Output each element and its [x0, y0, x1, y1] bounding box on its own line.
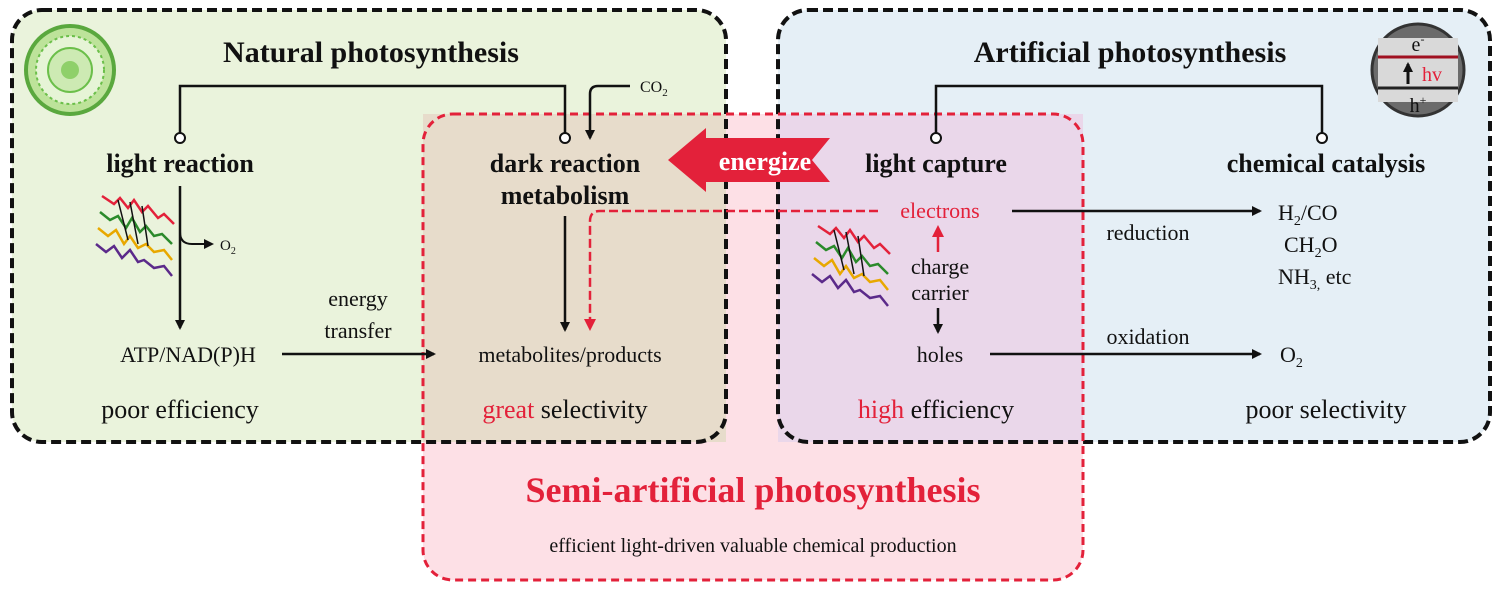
carrier-label: carrier — [911, 280, 969, 305]
metabolism-label: metabolism — [501, 181, 630, 210]
product-ch2o: CH2O — [1284, 232, 1337, 261]
dark-reaction-port — [560, 133, 570, 143]
atp-label: ATP/NAD(P)H — [120, 342, 256, 367]
light-reaction-label: light reaction — [106, 149, 254, 178]
reduction-label: reduction — [1106, 220, 1189, 245]
dark-footer: great selectivity — [482, 395, 647, 424]
semi-subtitle: efficient light-driven valuable chemical… — [549, 535, 956, 557]
energy-transfer-line2: transfer — [324, 318, 392, 343]
natural-title: Natural photosynthesis — [223, 36, 519, 69]
holes-label: holes — [917, 342, 963, 367]
light-capture-label: light capture — [865, 149, 1007, 178]
natural-footer: poor efficiency — [101, 395, 259, 424]
metabolites-label: metabolites/products — [478, 342, 661, 367]
light-reaction-port — [175, 133, 185, 143]
charge-label: charge — [911, 254, 969, 279]
band-hv-label: hv — [1422, 64, 1442, 86]
chemical-catalysis-label: chemical catalysis — [1227, 149, 1426, 178]
electrons-label: electrons — [900, 198, 979, 223]
capture-footer: high efficiency — [858, 395, 1014, 424]
product-h2-co: H2/CO — [1278, 200, 1338, 229]
catalysis-footer: poor selectivity — [1245, 395, 1406, 424]
energy-transfer-line1: energy — [328, 286, 387, 311]
light-capture-port — [931, 133, 941, 143]
oxidation-label: oxidation — [1106, 324, 1189, 349]
artificial-title: Artificial photosynthesis — [974, 36, 1287, 69]
semi-title: Semi-artificial photosynthesis — [526, 470, 981, 510]
energize-label: energize — [719, 147, 811, 176]
chloroplast-icon — [26, 26, 114, 114]
catalysis-port — [1317, 133, 1327, 143]
dark-reaction-label: dark reaction — [490, 149, 641, 178]
